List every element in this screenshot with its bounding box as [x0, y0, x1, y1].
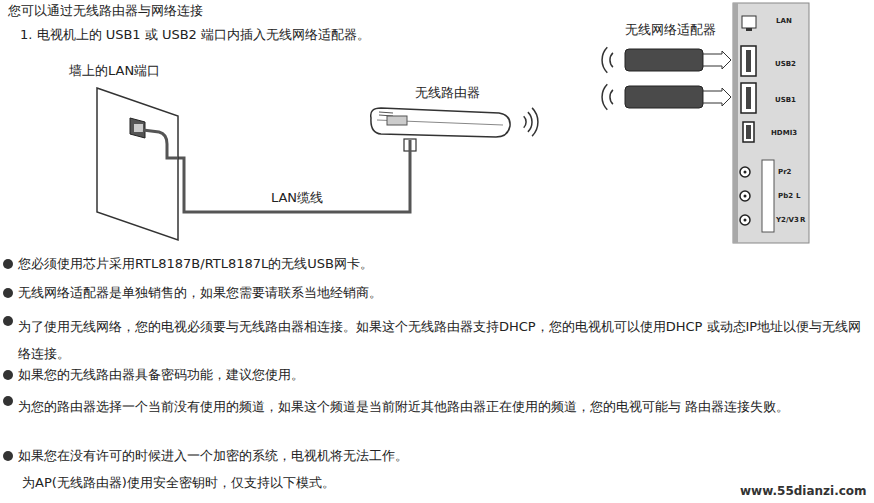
cable-label: LAN缆线 — [268, 189, 326, 207]
note-text: 如果您在没有许可的时候进入一个加密的系统，电视机将无法工作。 — [18, 448, 408, 464]
wireless-adapter — [625, 49, 731, 108]
port-label: L — [796, 192, 800, 200]
watermark: www.55dianzi.com — [740, 484, 867, 498]
port-label: HDMI3 — [771, 129, 797, 137]
node-label: 墙上的LAN端口 — [69, 62, 160, 80]
note-text: 无线网络适配器 — [625, 22, 716, 38]
router-shape — [365, 104, 513, 140]
port-label: LAN — [776, 17, 792, 25]
note-text: 为您的路由器选择一个当前没有使用的频道，如果这个频道是当前附近其他路由器正在使用… — [18, 393, 863, 420]
wireless-waves — [602, 47, 613, 109]
port-label: Y2/V3 — [776, 216, 799, 224]
note-text: 1. 电视机上的 USB1 或 USB2 端口内插入无线网络适配器。 — [20, 27, 370, 43]
port-label: USB2 — [775, 60, 796, 68]
bullet-dot — [3, 259, 13, 461]
wall-shape — [97, 88, 178, 240]
port-label: Pb2 — [778, 192, 793, 200]
port-label: R — [800, 216, 805, 224]
heading: 您可以通过无线路由器与网络连接 — [8, 3, 203, 19]
wireless-waves — [524, 108, 538, 136]
tv-back-panel — [733, 3, 809, 243]
note-text: 为了使用无线网络，您的电视必须要与无线路由器相连接。如果这个无线路由器支持DHC… — [18, 313, 863, 367]
wall-lan-port: 墙上的LAN端口 — [97, 88, 178, 240]
wireless-router: 无线路由器 — [365, 104, 513, 140]
note-text: 如果您的无线路由器具备密码功能，建议您使用。 — [18, 367, 304, 383]
node-label: 无线路由器 — [415, 84, 480, 102]
port-label: USB1 — [775, 96, 796, 104]
port-label: Pr2 — [778, 168, 791, 176]
note-text: 为AP(无线路由器)使用安全密钥时，仅支持以下模式。 — [22, 475, 335, 491]
note-text: 无线网络适配器是单独销售的，如果您需要请联系当地经销商。 — [18, 285, 382, 301]
lan-cable — [178, 140, 410, 212]
note-text: 您必须使用芯片采用RTL8187B/RTL8187L的无线USB网卡。 — [18, 256, 373, 272]
